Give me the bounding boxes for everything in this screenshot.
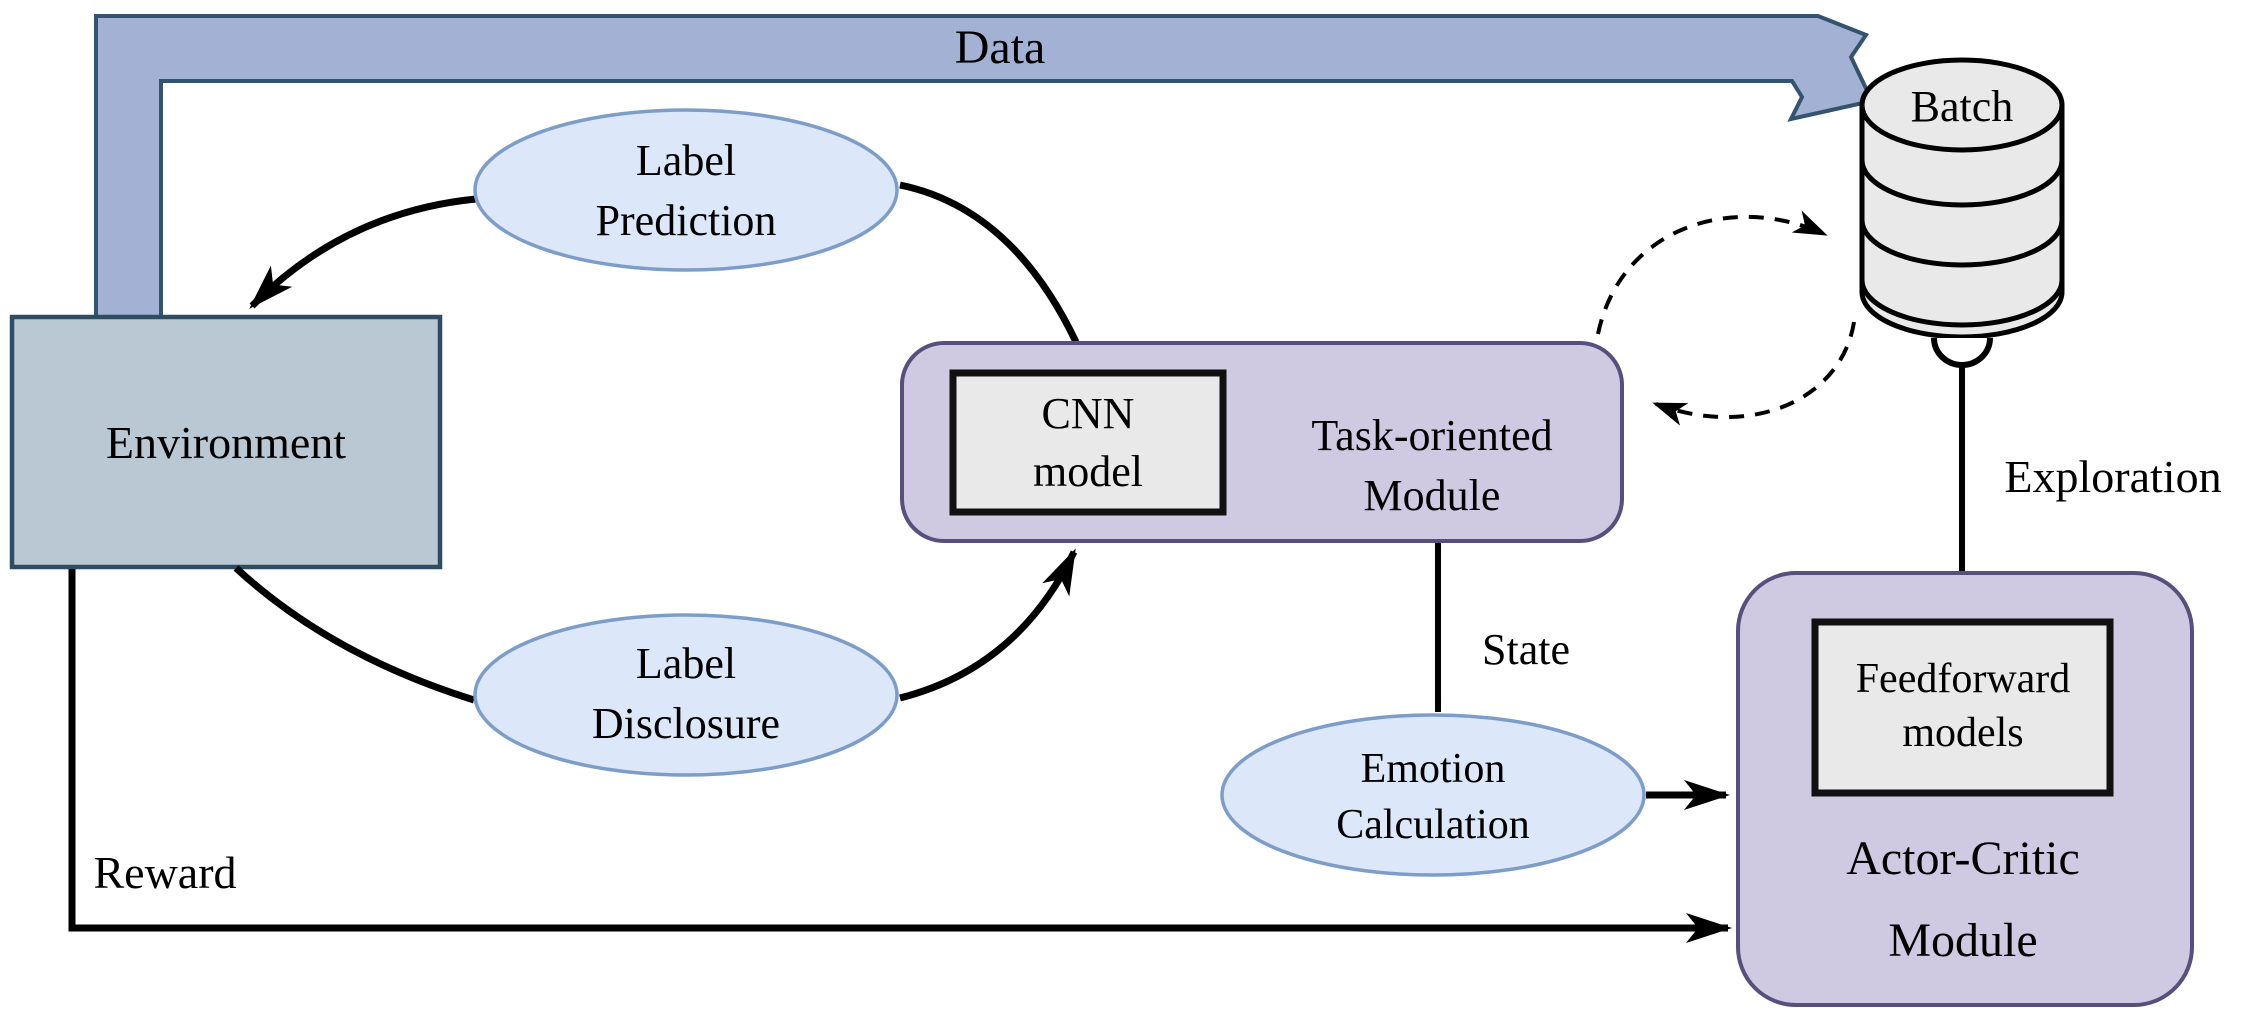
cnn-model-label-line1: CNN	[1042, 389, 1135, 438]
label-disclosure-to-task-edge	[899, 548, 1078, 702]
environment-box	[9, 314, 443, 570]
cnn-model-box	[949, 369, 1227, 516]
batch-cylinder-disk-line	[1859, 279, 2065, 328]
label-prediction-line1: Label	[636, 136, 736, 185]
feedforward-label-line2: models	[1902, 710, 2023, 756]
environment-to-label-disclosure-edge	[233, 565, 476, 704]
batch-cylinder-disk-line	[1859, 159, 2065, 208]
label-prediction-to-environment-edge	[249, 195, 477, 309]
batch-cylinder-body	[1859, 105, 2065, 340]
data-flow-band-arrow	[94, 14, 1875, 322]
emotion-calculation-line2: Calculation	[1336, 802, 1530, 848]
emotion-calculation-ellipse	[1220, 713, 1646, 877]
task-to-label-prediction-edge	[899, 181, 1080, 344]
batch-cylinder-connector-cup	[1931, 337, 1993, 368]
state-edge-label: State	[1482, 625, 1570, 674]
label-disclosure-ellipse	[473, 613, 899, 777]
feedforward-models-box	[1811, 618, 2114, 797]
actor-critic-label-line1: Actor-Critic	[1846, 832, 2080, 885]
batch-to-task-dashed-edge	[1652, 321, 1856, 426]
environment-label: Environment	[106, 417, 346, 468]
batch-cylinder-top	[1859, 57, 2065, 153]
label-prediction-line2: Prediction	[596, 196, 777, 245]
label-prediction-ellipse	[473, 108, 899, 272]
batch-cylinder-disk-line	[1859, 219, 2065, 268]
task-module-label-line1: Task-oriented	[1311, 411, 1552, 460]
data-edge-label: Data	[955, 21, 1046, 74]
reward-edge-label: Reward	[93, 847, 236, 898]
exploration-edge-label: Exploration	[2004, 451, 2221, 502]
reward-edge	[68, 569, 1732, 943]
label-disclosure-line1: Label	[636, 639, 736, 688]
cnn-model-label-line2: model	[1033, 447, 1143, 496]
task-to-batch-dashed-edge	[1596, 210, 1828, 335]
label-disclosure-line2: Disclosure	[592, 699, 780, 748]
feedforward-label-line1: Feedforward	[1856, 656, 2071, 702]
actor-critic-label-line2: Module	[1888, 914, 2037, 967]
task-module-label-line2: Module	[1364, 471, 1501, 520]
batch-label: Batch	[1911, 82, 2014, 131]
emotion-calculation-line1: Emotion	[1361, 746, 1506, 792]
